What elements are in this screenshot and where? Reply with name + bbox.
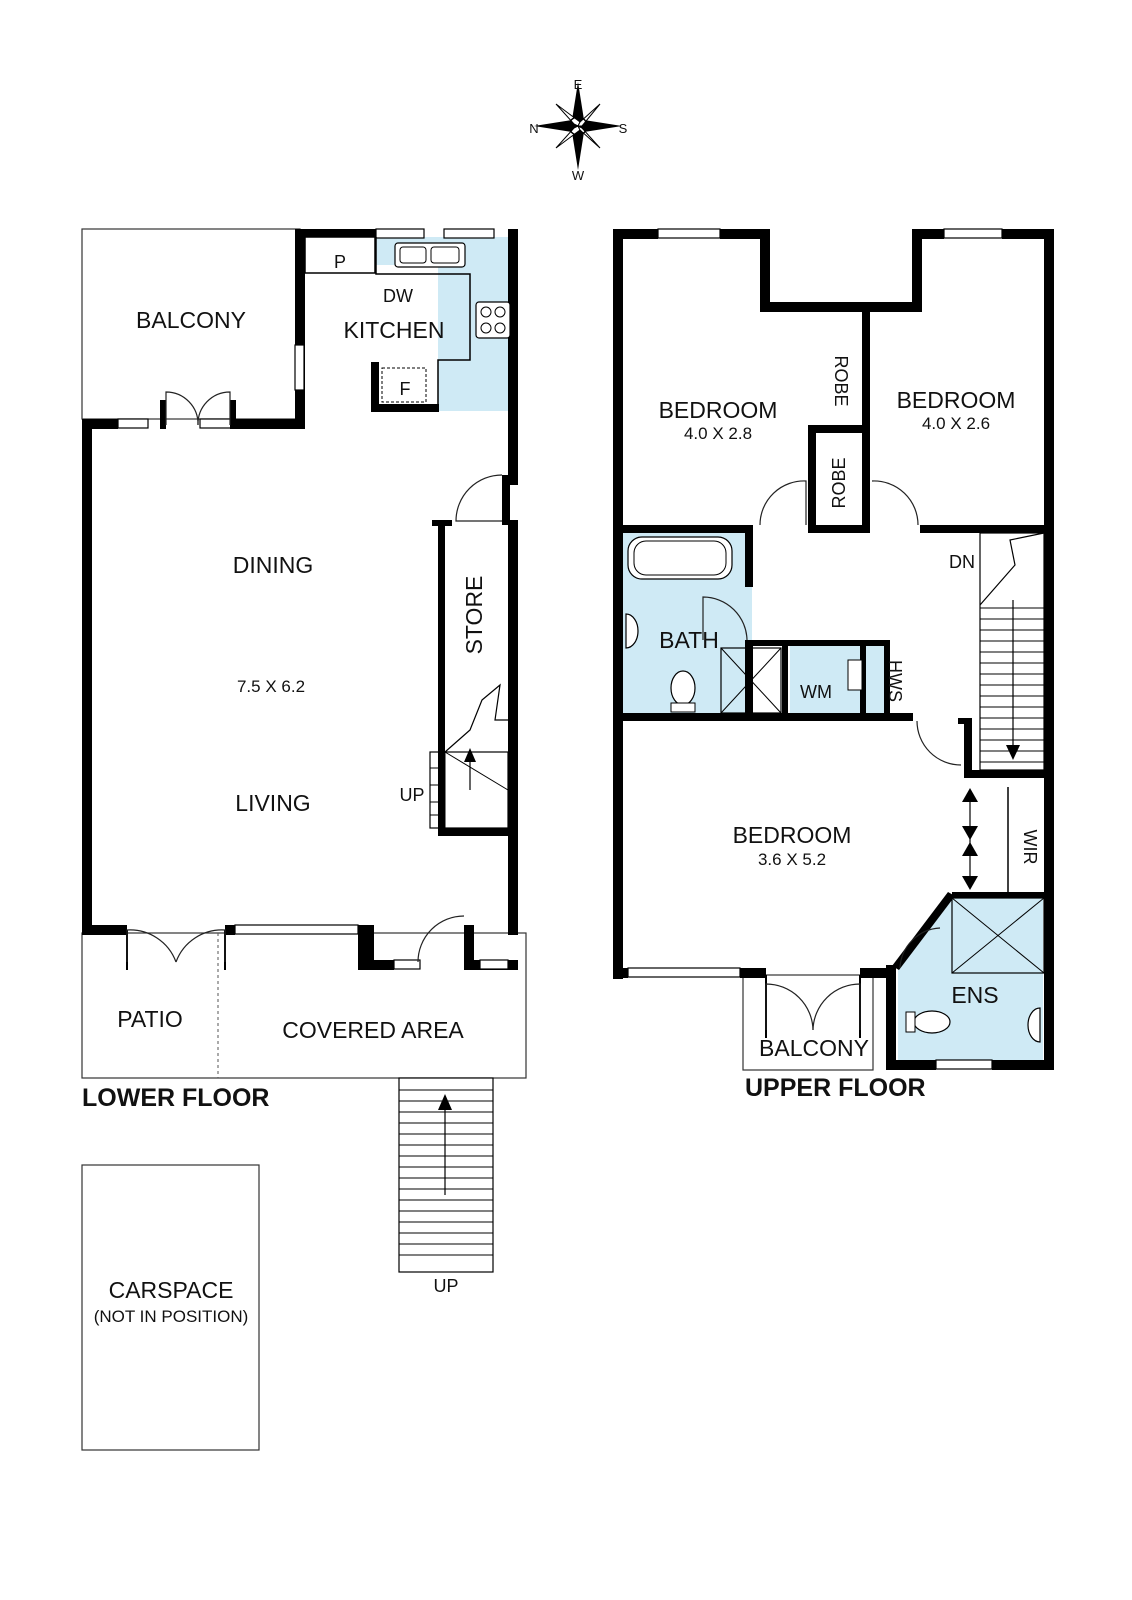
fridge-label: F [400,379,411,399]
lower-floor: BALCONY P DW KITCHEN F DINING 7.5 X 6.2 … [81,228,527,1451]
lower-floor-title: LOWER FLOOR [82,1084,269,1112]
wm-label: WM [800,682,832,702]
bedroom3-dimensions: 3.6 X 5.2 [758,850,826,869]
compass-south: S [619,121,628,136]
carspace-label: CARSPACE [109,1277,234,1303]
patio-label: PATIO [117,1006,183,1032]
living-dimensions: 7.5 X 6.2 [237,677,305,696]
kitchen-label: KITCHEN [344,317,445,343]
entry-stair-up-label: UP [433,1276,458,1296]
compass-rose: E N S W [529,77,627,183]
compass-north: N [529,121,538,136]
bedroom3-label: BEDROOM [733,822,852,848]
upper-floor-title: UPPER FLOOR [745,1074,926,1102]
living-label: LIVING [235,790,310,816]
ens-label: ENS [951,982,998,1008]
robe2-label: ROBE [829,457,849,508]
wir-label: WIR [1020,830,1040,865]
compass-east: E [574,77,583,92]
bath-label: BATH [659,627,719,653]
entry-stair-treads [399,1089,493,1256]
store-label: STORE [461,576,487,655]
bedroom2-dimensions: 4.0 X 2.6 [922,414,990,433]
bedroom1-dimensions: 4.0 X 2.8 [684,424,752,443]
stair-up-label: UP [399,785,424,805]
hws-label: HWS [885,660,905,702]
carspace-outline [81,1164,260,1451]
upper-balcony-label: BALCONY [759,1035,869,1061]
bedroom1-label: BEDROOM [659,397,778,423]
dining-label: DINING [233,552,314,578]
stair-down-label: DN [949,552,975,572]
pantry-label: P [334,252,346,272]
carspace-note: (NOT IN POSITION) [94,1307,249,1326]
upper-floor: BEDROOM 4.0 X 2.8 BEDROOM 4.0 X 2.6 ROBE… [613,228,1054,1102]
bedroom2-label: BEDROOM [897,387,1016,413]
covered-area-label: COVERED AREA [282,1017,464,1043]
compass-west: W [572,168,585,183]
robe1-label: ROBE [831,355,851,406]
balcony-label: BALCONY [136,307,246,333]
dishwasher-label: DW [383,286,413,306]
